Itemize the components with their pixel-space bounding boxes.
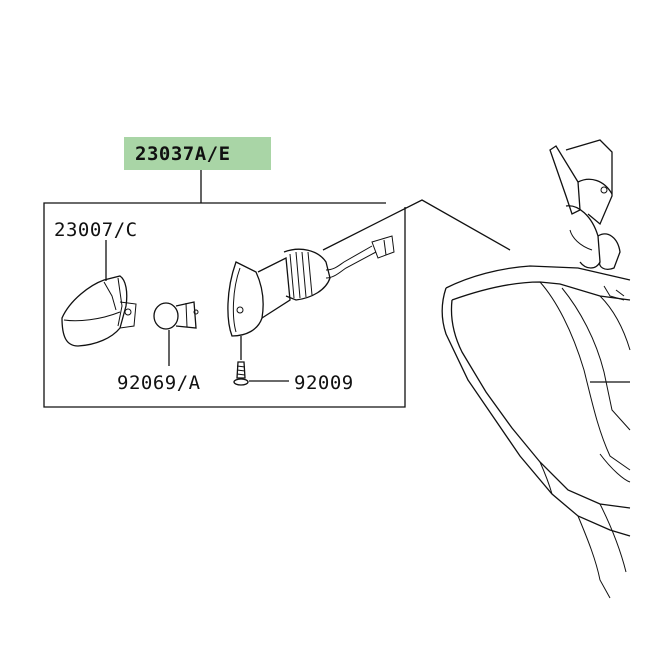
assembly-label-highlight	[124, 137, 271, 170]
assembly-callout[interactable]: 23037A/E	[124, 137, 271, 170]
lens-cover-part	[61, 275, 137, 347]
screw-part-number[interactable]: 92009	[294, 372, 354, 394]
bulb-part	[153, 301, 199, 330]
exploded-view-frame	[43, 202, 406, 408]
screw-part	[233, 336, 249, 386]
signal-housing-part	[227, 235, 395, 337]
fairing-context	[441, 139, 631, 599]
lens-part-number[interactable]: 23007/C	[54, 219, 138, 241]
mount-leader-line	[322, 199, 511, 251]
assembly-part-number: 23037A/E	[135, 143, 231, 165]
bulb-part-number[interactable]: 92069/A	[117, 372, 201, 394]
